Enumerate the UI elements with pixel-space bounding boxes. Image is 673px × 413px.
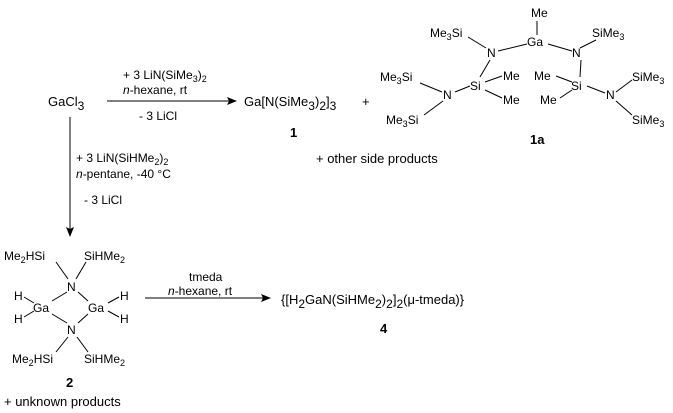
atom-me-si-right-2: Me [540,93,557,107]
product-2-number: 2 [66,375,73,390]
atom-sime3-top-right: SiMe3 [592,26,624,42]
atom-sihme2-bottom: SiHMe2 [84,352,125,368]
atom-me3si-top-left: Me3Si [430,26,462,42]
atom-me-si-left-2: Me [503,93,520,107]
product-1a-structure: Me Ga N N Me3Si SiMe3 Si Si Me Me Me Me … [380,6,664,129]
solvent-right: n-hexane, rt [168,284,233,298]
product-1a-number: 1a [530,132,545,147]
atom-n-far-left: N [443,88,452,102]
atom-me3si-bottom-left: Me3Si [386,113,418,129]
reactant-gacl3: GaCl3 [48,94,85,113]
atom-n-bottom: N [67,323,76,337]
product-1-number: 1 [290,125,297,140]
product-2-structure: Me2HSi SiHMe2 N Ga Ga N H H H H Me2HSi S… [4,249,129,368]
atom-h1: H [14,289,23,303]
atom-sime3-bottom-right: SiMe3 [632,113,664,129]
atom-si-left: Si [470,79,481,93]
product-4-number: 4 [380,321,388,336]
product-4-formula: {[H2GaN(SiHMe2)2]2(μ-tmeda)} [281,292,465,311]
atom-n-top: N [67,280,76,294]
atom-me-si-right-1: Me [534,69,551,83]
atom-n-left: N [487,46,496,60]
atom-ga-right: Ga [88,301,104,315]
atom-h4: H [120,312,129,326]
atom-h3: H [120,289,129,303]
atom-me-top: Me [531,6,548,20]
atom-me-si-left-1: Me [503,69,520,83]
atom-n-right: N [572,46,581,60]
reagent-down: + 3 LiN(SiHMe2)2 [76,151,168,167]
byproduct-down: - 3 LiCl [84,193,122,207]
reagent-right: tmeda [189,270,223,284]
atom-me3si-mid-left: Me3Si [380,70,412,86]
atom-sime3-mid-right: SiMe3 [632,70,664,86]
byproduct-top: - 3 LiCl [139,109,177,123]
unknown-products: + unknown products [4,394,121,409]
solvent-top: n-hexane, rt [123,83,188,97]
atom-me2hsi-top: Me2HSi [4,249,45,265]
product-1-formula: Ga[N(SiMe3)2]3 [244,94,337,113]
reagent-top: + 3 LiN(SiMe3)2 [123,68,207,84]
atom-sihme2-top: SiHMe2 [84,249,125,265]
atom-h2: H [14,312,23,326]
atom-n-far-right: N [606,88,615,102]
plus-sign: + [362,94,370,109]
solvent-down: n-pentane, -40 °C [76,167,171,181]
atom-si-right: Si [571,79,582,93]
atom-ga: Ga [527,35,543,49]
atom-ga-left: Ga [33,301,49,315]
side-products-top: + other side products [316,151,438,166]
atom-me2hsi-bottom: Me2HSi [12,352,53,368]
